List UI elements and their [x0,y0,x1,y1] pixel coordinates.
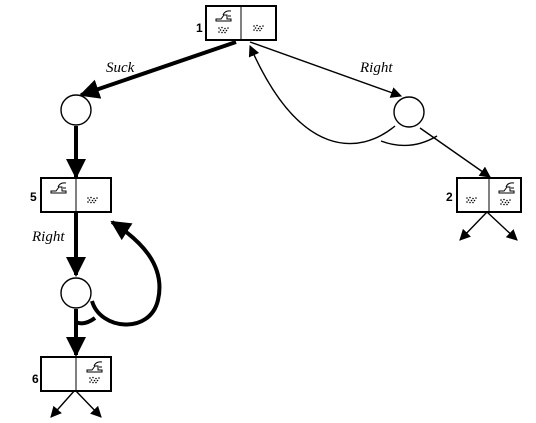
state-number: 6 [32,372,39,386]
and-arc-right [380,135,438,147]
state-box-2 [456,177,522,213]
state-number: 5 [30,190,37,204]
edge-to-state-2 [419,127,491,178]
state-box-6 [40,356,112,392]
state-number: 1 [196,21,203,35]
edge-loop-to-state-5 [90,220,162,327]
action-label-right-left: Right [31,229,65,245]
edge-suck [79,40,237,99]
and-node-lower [60,277,92,309]
fanout-arrow [50,389,76,418]
and-node-left [60,94,92,126]
action-label-right-top: Right [359,60,393,76]
and-node-right [393,96,425,128]
fanout-arrow [459,211,488,241]
state-box-5 [40,177,112,213]
edge-loop-to-state-1 [248,44,396,145]
edge-right-top [249,41,403,98]
state-number: 2 [446,190,453,204]
action-label-suck: Suck [106,60,135,76]
fanout-arrow [74,389,102,418]
and-arc-lower [75,316,97,326]
state-box-1 [205,5,277,41]
fanout-arrow [486,211,518,241]
